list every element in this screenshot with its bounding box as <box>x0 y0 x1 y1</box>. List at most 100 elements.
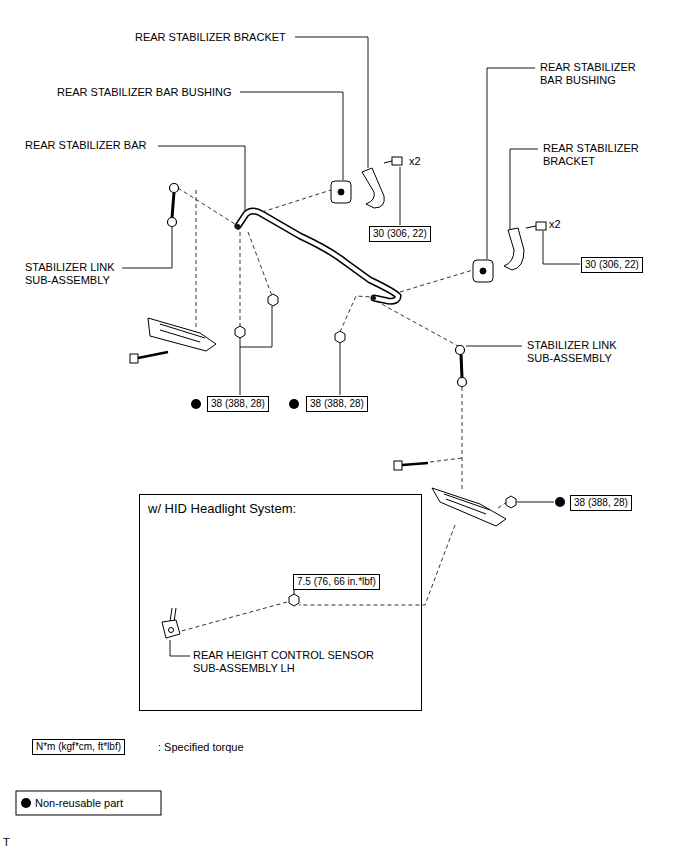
leader-line <box>170 640 190 656</box>
nut <box>506 496 516 508</box>
arm-edge <box>160 330 200 342</box>
guide-line <box>430 458 462 462</box>
leader-line <box>158 146 245 218</box>
stabilizer-links <box>168 184 467 387</box>
non-reusable-dot <box>191 399 201 409</box>
legend-text: : Specified torque <box>158 741 244 754</box>
nut <box>235 326 245 338</box>
part-label: REAR STABILIZER BAR BUSHING <box>57 86 232 99</box>
bracket <box>504 228 524 270</box>
part-label: REAR STABILIZER BRACKET <box>135 31 286 44</box>
torque-box: 30 (306, 22) <box>581 257 643 273</box>
guide-line <box>178 188 238 226</box>
non-reusable-dots <box>21 399 565 808</box>
arm <box>432 488 506 526</box>
nut <box>335 331 345 343</box>
bushing-hole <box>338 189 344 195</box>
leader-line <box>400 167 401 225</box>
part-label: REAR STABILIZER BAR BUSHING <box>540 61 655 87</box>
bolt-head <box>130 354 138 363</box>
leader-line <box>340 342 341 395</box>
bar-fill <box>238 211 398 301</box>
torque-box: N*m (kgf*cm, ft*lbf) <box>32 739 125 755</box>
torque-value: N*m (kgf*cm, ft*lbf) <box>36 741 121 752</box>
leader-line <box>510 149 538 230</box>
part-label: REAR STABILIZER BAR <box>25 139 146 152</box>
leader-line <box>543 231 580 264</box>
leader-line <box>240 306 272 395</box>
leader-line <box>516 502 554 503</box>
sensor-pivot <box>169 628 174 633</box>
leader-line <box>240 92 343 180</box>
non-reusable-dot <box>555 497 565 507</box>
nut <box>289 594 299 606</box>
part-label: STABILIZER LINK SUB-ASSEMBLY <box>25 261 133 287</box>
guide-line <box>262 190 331 212</box>
link-ball <box>168 218 177 227</box>
bolt-shank <box>402 463 428 465</box>
link-ball <box>458 378 467 387</box>
guide-line <box>400 270 473 292</box>
panel-heading: w/ HID Headlight System: <box>140 495 421 517</box>
link-ball <box>170 184 179 193</box>
torque-box: 30 (306, 22) <box>369 226 431 242</box>
bushings-brackets <box>331 157 546 282</box>
torque-value: 7.5 (76, 66 in.*lbf) <box>297 576 376 587</box>
link-rod <box>461 354 462 378</box>
nuts <box>235 294 516 606</box>
guide-line <box>240 232 241 326</box>
part-label: REAR STABILIZER BRACKET <box>543 142 658 168</box>
guide-line <box>299 525 455 605</box>
nut <box>268 294 278 306</box>
sensor-rod <box>170 608 172 622</box>
bushing-hole <box>480 268 486 274</box>
arm-edge <box>160 324 205 338</box>
leader-line <box>295 37 368 168</box>
link-rod <box>172 192 174 218</box>
torque-value: 38 (388, 28) <box>574 497 628 508</box>
part-label: T <box>3 836 10 849</box>
bar-eye <box>236 224 240 228</box>
torque-box: 38 (388, 28) <box>570 495 632 511</box>
stabilizer-bar <box>236 211 398 301</box>
bushing <box>331 181 351 203</box>
arm <box>148 318 216 351</box>
dashed-guide-lines <box>178 188 507 632</box>
bolt-shank <box>526 226 536 228</box>
sensor-body <box>162 620 180 638</box>
bolt-shank <box>138 352 168 358</box>
legend-dot <box>21 798 31 808</box>
torque-box: 38 (388, 28) <box>306 396 368 412</box>
part-label: x2 <box>409 155 421 168</box>
bushing <box>473 260 493 282</box>
guide-line <box>462 387 463 490</box>
guide-line <box>248 232 272 296</box>
leader-line <box>466 346 522 347</box>
part-label: STABILIZER LINK SUB-ASSEMBLY <box>527 339 635 365</box>
legend-frame <box>16 791 161 815</box>
torque-value: 30 (306, 22) <box>373 228 427 239</box>
height-sensor <box>162 608 180 638</box>
non-reusable-dot <box>289 399 299 409</box>
condition-panel: w/ HID Headlight System: 7.5 (76, 66 in.*… <box>139 494 422 711</box>
leader-lines <box>122 37 580 656</box>
bolt-head <box>394 461 402 470</box>
torque-box: 7.5 (76, 66 in.*lbf) <box>293 574 380 590</box>
arm-edge <box>444 494 490 510</box>
guide-line <box>196 190 197 330</box>
bar-eye <box>372 296 376 300</box>
part-label: x2 <box>549 218 561 231</box>
link-ball <box>456 346 465 355</box>
guide-line <box>376 301 458 346</box>
torque-value: 38 (388, 28) <box>211 398 265 409</box>
bar-outline <box>238 211 398 301</box>
torque-value: 38 (388, 28) <box>310 398 364 409</box>
bracket <box>362 168 384 208</box>
torque-value: 30 (306, 22) <box>585 259 639 270</box>
leader-line <box>122 226 172 268</box>
torque-box: 38 (388, 28) <box>207 396 269 412</box>
bolt-head <box>536 222 546 230</box>
bolt-shank <box>384 161 392 163</box>
bolt-head <box>392 157 402 165</box>
